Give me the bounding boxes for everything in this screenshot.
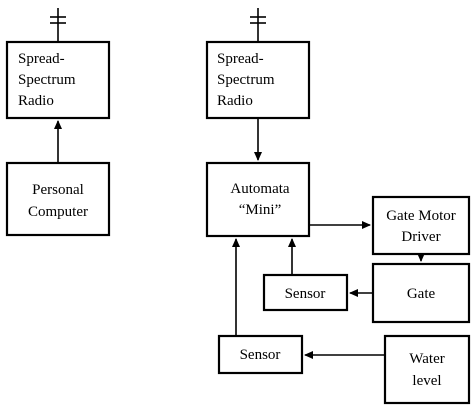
right-radio-label-line2: Spectrum	[217, 72, 275, 88]
right-radio-label-line3: Radio	[217, 93, 253, 109]
personal-computer-block: Personal Computer	[5, 161, 111, 237]
water-level-block: Water level	[383, 334, 471, 405]
left-radio-block: Spread- Spectrum Radio	[5, 40, 111, 120]
water-level-label-line2: level	[412, 373, 441, 389]
gate-block: Gate	[371, 262, 471, 324]
upper-sensor-block: Sensor	[262, 273, 349, 312]
left-antenna-icon	[50, 8, 66, 42]
left-radio-label-line2: Spectrum	[18, 72, 76, 88]
left-radio-label-line3: Radio	[18, 93, 54, 109]
right-radio-block: Spread- Spectrum Radio	[205, 40, 311, 120]
gate-motor-driver-label-line2: Driver	[401, 229, 440, 245]
automata-mini-block: Automata “Mini”	[205, 161, 311, 238]
right-antenna-icon	[250, 8, 266, 42]
personal-computer-label-line1: Personal	[32, 182, 84, 198]
left-radio-label-line1: Spread-	[18, 51, 65, 67]
gate-motor-driver-block: Gate Motor Driver	[371, 195, 471, 256]
gate-motor-driver-label-line1: Gate Motor	[386, 208, 456, 224]
water-level-label-line1: Water	[409, 351, 444, 367]
lower-sensor-label: Sensor	[240, 347, 281, 363]
lower-sensor-block: Sensor	[217, 334, 304, 375]
upper-sensor-label: Sensor	[285, 286, 326, 302]
gate-label: Gate	[407, 286, 436, 302]
right-radio-label-line1: Spread-	[217, 51, 264, 67]
personal-computer-label-line2: Computer	[28, 204, 88, 220]
automata-label-line1: Automata	[230, 181, 289, 197]
automata-label-line2: “Mini”	[239, 202, 282, 218]
